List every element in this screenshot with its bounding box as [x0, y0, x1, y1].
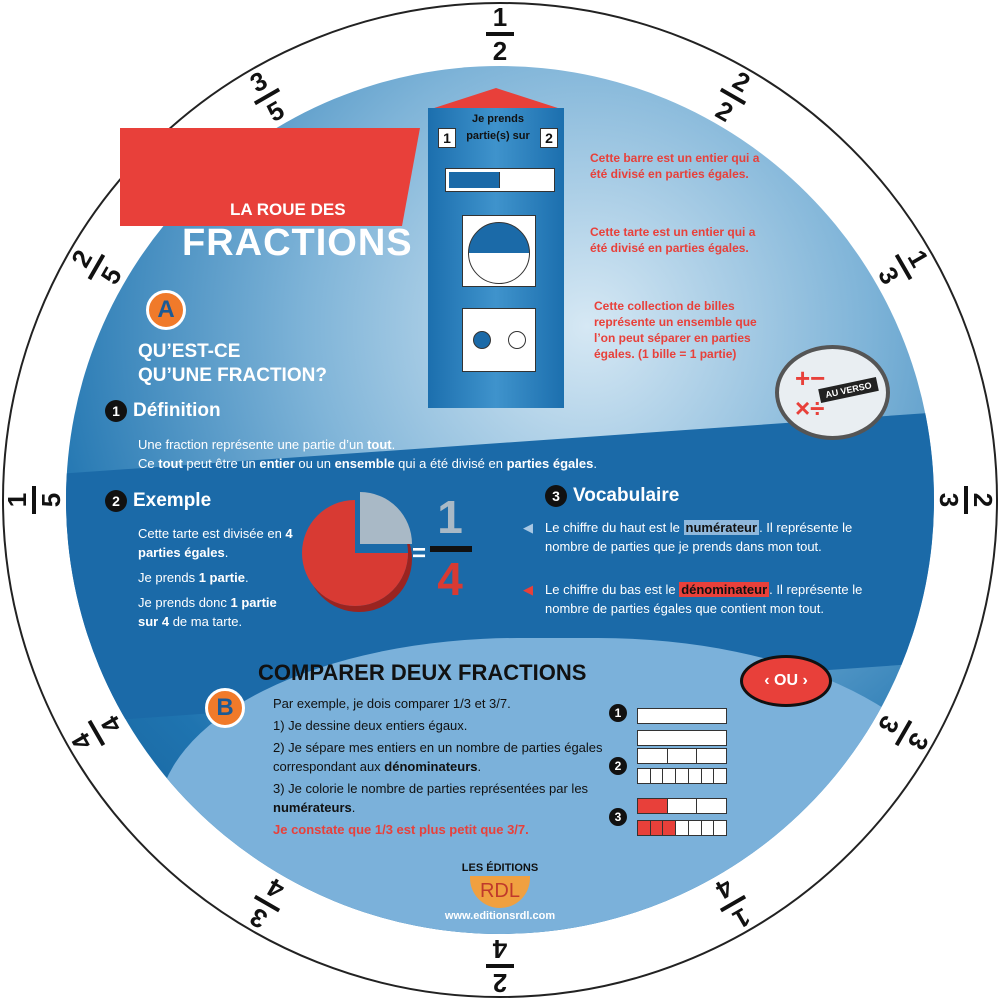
numerator-window: 1	[438, 128, 456, 148]
publisher-name: LES ÉDITIONS	[461, 862, 539, 874]
compare-bar	[637, 708, 727, 724]
denominator-window: 2	[540, 128, 558, 148]
step-number: 3	[545, 485, 567, 507]
marbles-caption: Cette collection de billes représente un…	[594, 299, 757, 361]
compare-step-1: 1) Je dessine deux entiers égaux.	[273, 718, 468, 733]
bar-model	[445, 168, 555, 192]
compare-bar	[637, 748, 727, 764]
pie-caption: Cette tarte est un entier qui a été divi…	[590, 225, 756, 255]
section-b-heading: COMPARER DEUX FRACTIONS	[258, 660, 587, 685]
section-a-heading: QU’EST-CE QU’UNE FRACTION?	[138, 340, 327, 388]
vocab-title: Vocabulaire	[573, 485, 680, 506]
ou-badge: ‹ OU ›	[740, 655, 832, 707]
au-verso-button[interactable]: +−×÷ AU VERSO	[775, 345, 890, 440]
compare-bar	[637, 768, 727, 784]
step-number: 1	[105, 400, 127, 422]
vocab-numerator-item: ◀Le chiffre du haut est le numérateur. I…	[523, 520, 853, 554]
title-line1: LA ROUE DES	[230, 200, 346, 219]
compare-intro: Par exemple, je dois comparer 1/3 et 3/7…	[273, 696, 511, 711]
compare-step-badge: 3	[609, 808, 627, 826]
definition-heading: 1 Définition	[105, 400, 221, 422]
heading-line1: QU’EST-CE	[138, 341, 241, 362]
compare-conclusion: Je constate que 1/3 est plus petit que 3…	[273, 822, 529, 837]
compare-bar	[637, 798, 727, 814]
au-verso-label: AU VERSO	[818, 377, 879, 403]
equals-sign: =	[412, 540, 427, 567]
compare-steps: Par exemple, je dois comparer 1/3 et 3/7…	[273, 696, 603, 837]
title-line2: FRACTIONS	[182, 222, 413, 264]
bar-caption: Cette barre est un entier qui a été divi…	[590, 151, 760, 181]
title-banner	[120, 128, 420, 226]
vocab-heading: 3 Vocabulaire	[545, 485, 679, 507]
compare-bar	[637, 730, 727, 746]
example-denominator: 4	[437, 553, 463, 605]
definition-text: Une fraction représente une partie d’un …	[138, 437, 597, 471]
marbles-model	[462, 308, 536, 372]
heading-line2: QU’UNE FRACTION?	[138, 365, 327, 386]
publisher-url[interactable]: www.editionsrdl.com	[444, 910, 556, 922]
section-a-badge: A	[146, 290, 186, 330]
definition-title: Définition	[133, 400, 221, 421]
compare-step-badge: 1	[609, 704, 627, 722]
fraction-bar	[430, 546, 472, 552]
compare-bar	[637, 820, 727, 836]
pie-model	[462, 215, 536, 287]
section-b-badge: B	[205, 688, 245, 728]
compare-step-badge: 2	[609, 757, 627, 775]
example-heading: 2 Exemple	[105, 490, 211, 512]
example-numerator: 1	[437, 491, 463, 543]
parties-sur-label: partie(s) sur	[466, 130, 530, 142]
step-number: 2	[105, 490, 127, 512]
vocab-denominator-item: ◀Le chiffre du bas est le dénominateur. …	[523, 582, 863, 616]
example-text: Cette tarte est divisée en 4 parties éga…	[138, 526, 293, 629]
example-title: Exemple	[133, 490, 212, 511]
je-prends-label: Je prends	[472, 113, 524, 125]
